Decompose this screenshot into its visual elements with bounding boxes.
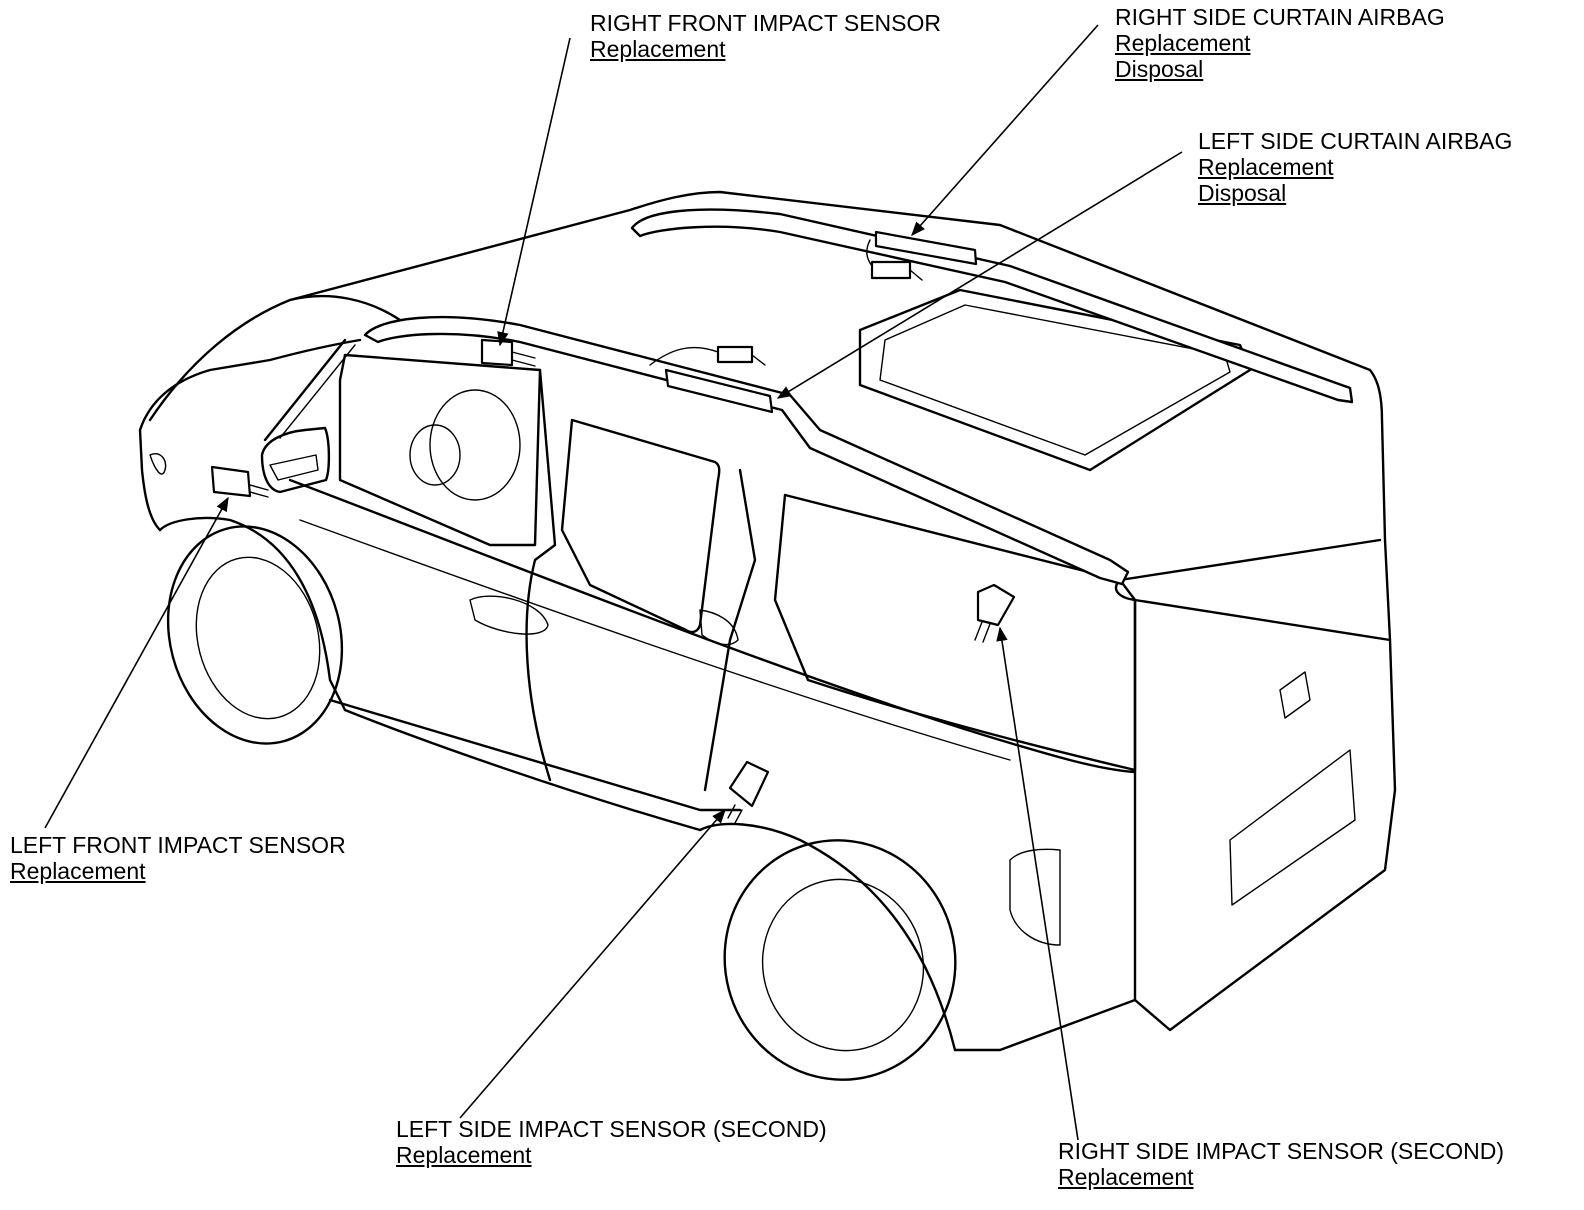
callout-left-side-impact-sensor-second: LEFT SIDE IMPACT SENSOR (SECOND) Replace… — [396, 1116, 827, 1168]
left-curtain-airbag-rail[interactable] — [363, 315, 1130, 586]
callout-title: RIGHT SIDE IMPACT SENSOR (SECOND) — [1058, 1138, 1504, 1164]
callout-left-side-curtain-airbag: LEFT SIDE CURTAIN AIRBAG Replacement Dis… — [1198, 128, 1512, 206]
leader-right-front-impact-sensor — [497, 37, 571, 347]
left-front-impact-sensor-part[interactable] — [210, 465, 269, 498]
callout-title: LEFT SIDE CURTAIN AIRBAG — [1198, 128, 1513, 154]
vehicle-body — [138, 190, 1397, 1081]
leader-right-side-curtain-airbag — [911, 24, 1099, 237]
replacement-link[interactable]: Replacement — [1058, 1164, 1194, 1190]
callout-title: LEFT SIDE IMPACT SENSOR (SECOND) — [396, 1116, 827, 1142]
leader-left-front-impact-sensor — [44, 496, 229, 829]
leader-right-side-impact-sensor — [996, 626, 1079, 1141]
callout-right-side-curtain-airbag: RIGHT SIDE CURTAIN AIRBAG Replacement Di… — [1115, 4, 1445, 82]
right-side-impact-sensor-part[interactable] — [974, 583, 1016, 643]
replacement-link[interactable]: Replacement — [396, 1142, 532, 1168]
replacement-link[interactable]: Replacement — [590, 36, 726, 62]
disposal-link[interactable]: Disposal — [1115, 56, 1204, 82]
replacement-link[interactable]: Replacement — [1115, 30, 1251, 56]
callout-title: RIGHT FRONT IMPACT SENSOR — [590, 10, 941, 36]
right-curtain-airbag-rail[interactable] — [630, 208, 1354, 404]
left-side-impact-sensor-part[interactable] — [727, 760, 770, 824]
curtain-airbag-connectors — [649, 239, 923, 366]
callout-title: RIGHT SIDE CURTAIN AIRBAG — [1115, 4, 1445, 30]
leader-lines — [44, 24, 1183, 1141]
curtain-airbag-rails — [363, 208, 1354, 586]
callout-right-side-impact-sensor-second: RIGHT SIDE IMPACT SENSOR (SECOND) Replac… — [1058, 1138, 1504, 1190]
callout-left-front-impact-sensor: LEFT FRONT IMPACT SENSOR Replacement — [10, 832, 346, 884]
leader-left-side-impact-sensor — [459, 808, 726, 1119]
replacement-link[interactable]: Replacement — [10, 858, 146, 884]
callout-title: LEFT FRONT IMPACT SENSOR — [10, 832, 346, 858]
leader-left-side-curtain-airbag — [776, 151, 1183, 399]
disposal-link[interactable]: Disposal — [1198, 180, 1287, 206]
callout-right-front-impact-sensor: RIGHT FRONT IMPACT SENSOR Replacement — [590, 10, 941, 62]
replacement-link[interactable]: Replacement — [1198, 154, 1334, 180]
